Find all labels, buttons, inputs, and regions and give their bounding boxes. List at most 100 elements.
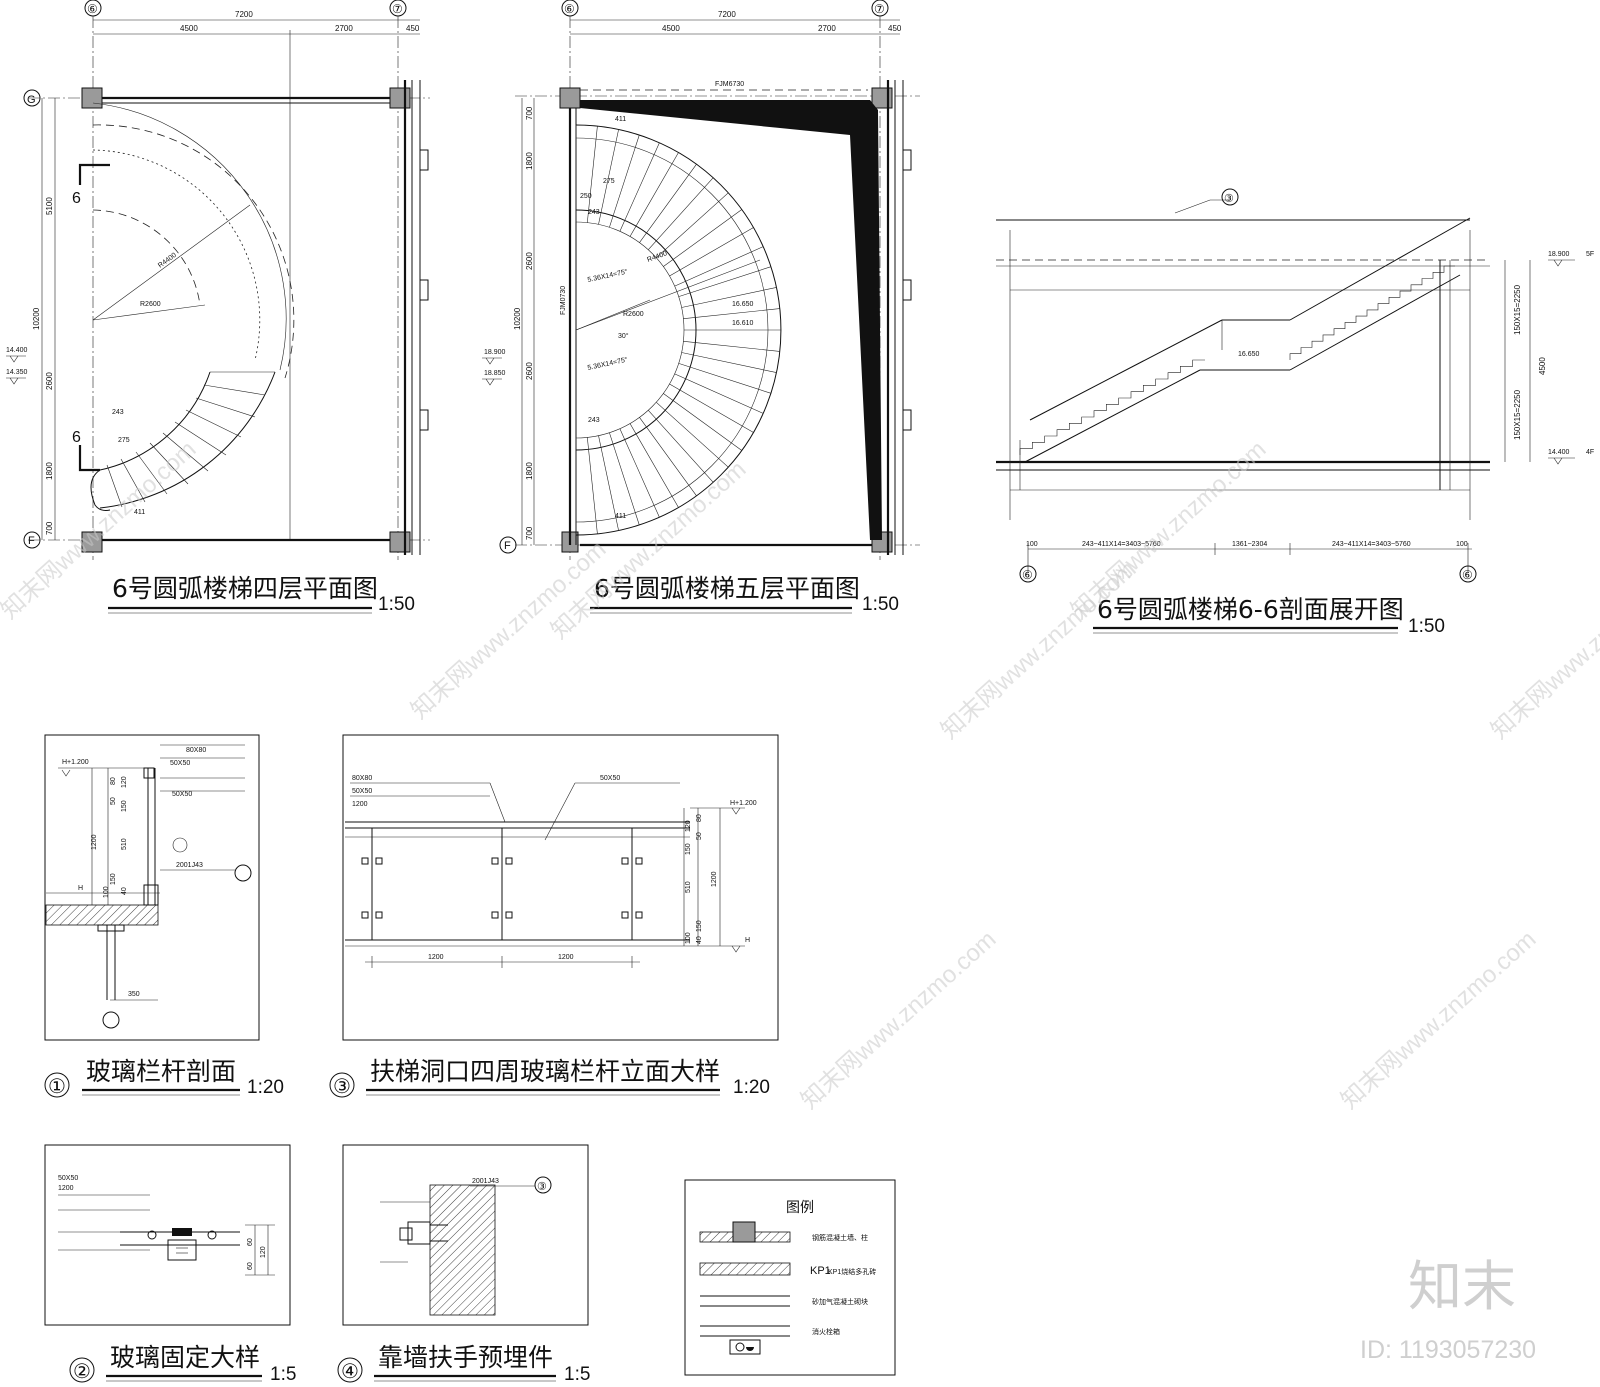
detail-2-glass-fixing: 50X50 1200 60 60 120 ② 玻璃固定大样 1:5 bbox=[44, 1144, 296, 1385]
legend-item-3: 砂加气混凝土砌块 bbox=[812, 1297, 868, 1306]
plan5-tread-250: 250 bbox=[580, 193, 592, 200]
plan-5th-floor: ⑥ ⑦ F 7200 4500 2700 450 10200 700 1800 … bbox=[482, 0, 920, 615]
stair-tread bbox=[663, 393, 742, 451]
plan4-tread-275: 275 bbox=[118, 437, 130, 444]
plan5-level-3: 16.650 bbox=[732, 301, 754, 308]
plan4-section-mark-bottom: 6 bbox=[72, 429, 81, 446]
plan5-dim-10200: 10200 bbox=[513, 307, 522, 330]
plan5-door: FJM6730 bbox=[715, 81, 744, 88]
watermark-text: 知末网www.znzmo.com bbox=[406, 536, 611, 725]
d1-dim-80: 80 bbox=[110, 777, 117, 785]
d4-title: 靠墙扶手预埋件 bbox=[378, 1343, 553, 1372]
d3-dim-150b: 150 bbox=[696, 920, 703, 932]
d3-dim-100: 100 bbox=[685, 932, 692, 944]
plan4-axis-g: G bbox=[27, 94, 36, 106]
section-6-6: ③ 16.650 150X15=2250 150X15=2250 4500 18… bbox=[996, 188, 1594, 637]
legend-item-4: 消火栓箱 bbox=[812, 1327, 840, 1336]
section-dim-b5: 100 bbox=[1456, 541, 1468, 548]
d3-dim-510: 510 bbox=[685, 881, 692, 893]
plan5-slab-edge bbox=[580, 100, 882, 540]
d3-dim-80: 80 bbox=[696, 814, 703, 822]
section-axis-left: ⑥ bbox=[1022, 568, 1033, 582]
d1-dim-150b: 150 bbox=[110, 873, 117, 885]
d1-label-80x80: 80X80 bbox=[186, 747, 206, 754]
d1-label-50x50b: 50X50 bbox=[172, 791, 192, 798]
legend: 图例 钢筋混凝土墙、柱 KP1 KP1烧结多孔砖 砂加气混凝土砌块 消火栓箱 bbox=[684, 1179, 896, 1376]
stair-tread bbox=[683, 308, 780, 319]
d3-label-50x50a: 50X50 bbox=[352, 788, 372, 795]
d1-num: ① bbox=[48, 1076, 66, 1098]
stair-tread bbox=[678, 363, 772, 394]
section-title: 6号圆弧楼梯6-6剖面展开图 bbox=[1097, 595, 1404, 624]
d1-dim-1200: 1200 bbox=[91, 834, 98, 850]
plan4-dim-2600: 2600 bbox=[45, 372, 54, 390]
plan4-section-mark-top: 6 bbox=[72, 190, 81, 207]
d4-scale: 1:5 bbox=[564, 1364, 590, 1385]
plan5-dim-2700: 2700 bbox=[818, 24, 836, 33]
stair-tread bbox=[663, 209, 742, 267]
plan4-dim-450: 450 bbox=[406, 24, 420, 33]
stair-flight bbox=[1289, 265, 1455, 360]
stair-tread bbox=[609, 432, 640, 526]
stair-tread bbox=[619, 428, 660, 518]
plan5-angle-3: 30° bbox=[618, 332, 629, 340]
plan4-dim-1800: 1800 bbox=[45, 462, 54, 480]
plan5-dim-450: 450 bbox=[888, 24, 902, 33]
d1-dim-150a: 150 bbox=[121, 800, 128, 812]
d3-scale: 1:20 bbox=[733, 1077, 770, 1098]
plan4-scale: 1:50 bbox=[378, 594, 415, 615]
section-axis-right: ⑥ bbox=[1462, 568, 1473, 582]
plan5-radius-outer: R4400 bbox=[646, 250, 668, 264]
stair-tread bbox=[669, 227, 754, 277]
d3-title: 扶梯洞口四周玻璃栏杆立面大样 bbox=[370, 1057, 720, 1086]
d3-dim-1200: 1200 bbox=[711, 871, 718, 887]
d3-dim-b2: 1200 bbox=[558, 954, 574, 961]
plan4-dim-10200: 10200 bbox=[32, 307, 41, 330]
plan5-dim-2600a: 2600 bbox=[525, 252, 534, 270]
d2-scale: 1:5 bbox=[270, 1364, 296, 1385]
plan5-scale: 1:50 bbox=[862, 594, 899, 615]
d1-scale: 1:20 bbox=[247, 1077, 284, 1098]
d1-dim-350: 350 bbox=[128, 991, 140, 998]
plan4-title: 6号圆弧楼梯四层平面图 bbox=[112, 574, 378, 603]
d2-label-50x50: 50X50 bbox=[58, 1175, 78, 1182]
plan4-axis-7: ⑦ bbox=[392, 2, 403, 16]
d1-dim-510: 510 bbox=[121, 838, 128, 850]
plan5-dim-2600b: 2600 bbox=[525, 362, 534, 380]
plan-4th-floor: ⑥ ⑦ G F 7200 4500 2700 450 10200 5100 26… bbox=[6, 0, 430, 615]
section-floor-4f: 4F bbox=[1586, 449, 1594, 456]
plan5-dim-1800b: 1800 bbox=[525, 462, 534, 480]
section-dim-b3: 1361~2304 bbox=[1232, 541, 1267, 548]
section-dim-b4: 243~411X14=3403~5760 bbox=[1332, 541, 1411, 548]
plan5-axis-6: ⑥ bbox=[564, 2, 575, 16]
stair-tread bbox=[681, 352, 777, 373]
d3-label-50x50b: 50X50 bbox=[600, 775, 620, 782]
plan5-tread-411a: 411 bbox=[615, 116, 626, 123]
d3-label-h: H bbox=[745, 937, 750, 944]
d2-label-1200: 1200 bbox=[58, 1185, 74, 1192]
stair-tread bbox=[674, 373, 764, 414]
stair-tread bbox=[669, 383, 754, 433]
stair-tread bbox=[648, 177, 714, 250]
d2-dim-120: 120 bbox=[260, 1246, 267, 1258]
d1-label-top: H+1.200 bbox=[62, 759, 89, 766]
section-callout: ③ bbox=[1224, 193, 1234, 205]
plan4-tread-411: 411 bbox=[134, 509, 145, 516]
d1-dim-120: 120 bbox=[121, 776, 128, 788]
d4-callout: ③ bbox=[537, 1181, 547, 1193]
plan4-axis-f: F bbox=[28, 535, 35, 547]
stair-tread bbox=[619, 142, 660, 232]
d1-title: 玻璃栏杆剖面 bbox=[86, 1057, 236, 1086]
watermark-id: ID: 1193057230 bbox=[1360, 1336, 1536, 1364]
plan5-radius-inner: R2600 bbox=[623, 311, 644, 318]
d3-dim-50: 50 bbox=[696, 832, 703, 840]
stair-tread bbox=[587, 126, 598, 223]
watermark-text: 知末网www.znzmo.com bbox=[1486, 556, 1600, 745]
d3-label-htop: H+1.200 bbox=[730, 800, 757, 807]
stair-tread bbox=[639, 164, 697, 243]
watermark-brand: 知末 bbox=[1408, 1255, 1516, 1318]
stair-tread bbox=[678, 266, 772, 297]
plan4-dim-total: 7200 bbox=[235, 10, 253, 19]
plan5-door-side: FJM0730 bbox=[560, 286, 567, 315]
